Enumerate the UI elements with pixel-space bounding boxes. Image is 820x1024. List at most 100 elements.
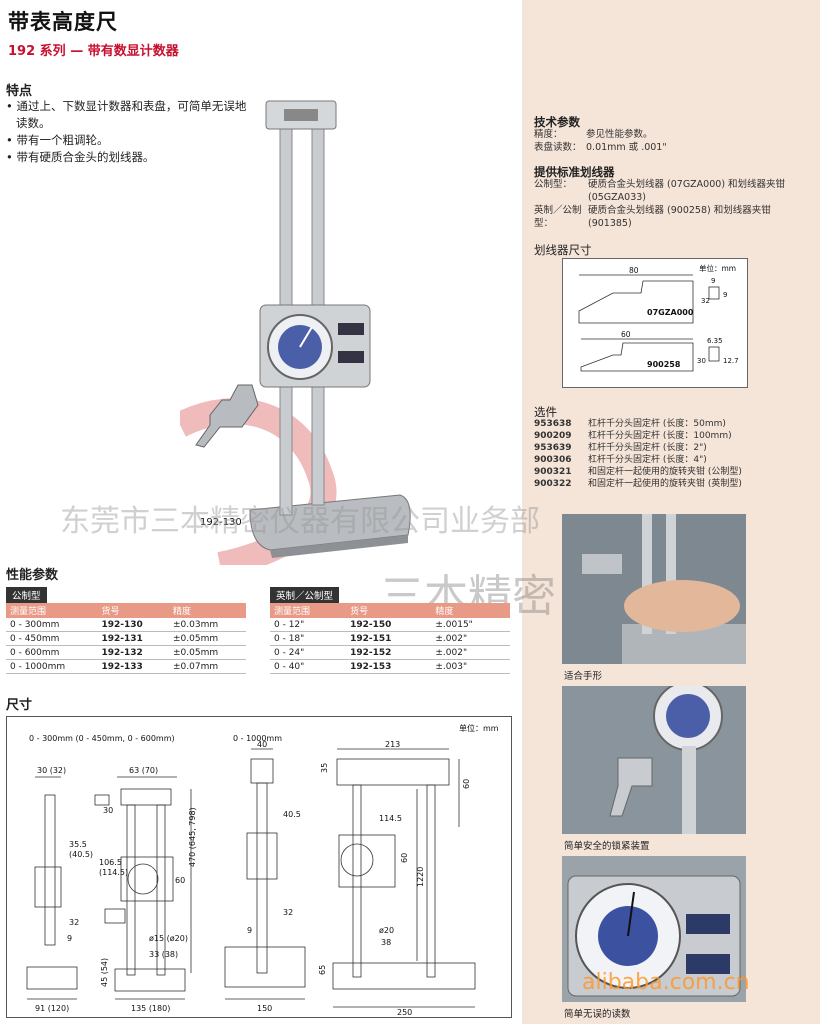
col-header: 测量范围	[270, 603, 347, 618]
scriber-dim-heading: 划线器尺寸	[534, 243, 592, 257]
metric-tab: 公制型	[6, 587, 47, 603]
dim-label: 60	[400, 853, 409, 863]
tech-key: 精度：	[534, 129, 563, 140]
table-cell: 192-152	[346, 645, 432, 660]
dim-label: 114.5	[379, 814, 402, 823]
table-header-row: 测量范围 货号 精度	[270, 603, 510, 618]
photo-lock-svg	[609, 686, 723, 834]
dimension-drawing: 0 - 300mm (0 - 450mm, 0 - 600mm) 0 - 100…	[6, 716, 512, 1018]
table-cell: 192-153	[346, 659, 432, 674]
table-cell: 192-132	[97, 645, 169, 660]
scriber-svg: 单位：mm 80 07GZA000 32 9 9 60 900258 30 6.…	[578, 263, 739, 372]
caption-lock: 简单安全的锁紧装置	[564, 841, 650, 852]
model-label: 192-130	[200, 517, 242, 528]
table-cell: 192-151	[346, 631, 432, 646]
table-cell: ±.002"	[431, 631, 510, 646]
option-code: 900321	[534, 467, 572, 477]
dim-label: 35.5	[69, 840, 87, 849]
metric-spec-table: 测量范围 货号 精度 0 - 300mm 192-130 ±0.03mm 0 -…	[6, 603, 246, 674]
table-cell: 0 - 18"	[270, 631, 347, 646]
tech-list: 精度：参见性能参数。 表盘读数： 0.01mm 或 .001"	[534, 128, 814, 154]
feature-item: • 带有一个粗调轮。	[6, 133, 109, 147]
dim-label: 38	[381, 938, 391, 947]
scriber-b-t: 12.7	[723, 357, 739, 365]
height-gauge-illustration: 192-130	[180, 100, 411, 565]
scriber-dim-drawing: 单位：mm 80 07GZA000 32 9 9 60 900258 30 6.…	[562, 258, 748, 388]
dim-label: 60	[462, 779, 471, 789]
scriber-std-heading: 提供标准划线器	[534, 165, 615, 179]
dim-label: 63 (70)	[129, 766, 158, 775]
scriber-a-code: 07GZA000	[647, 308, 694, 317]
tech-value: 0.01mm 或 .001"	[586, 142, 667, 153]
option-code: 900322	[534, 479, 572, 489]
scriber-row: 英制／公制型：硬质合金头划线器 (900258) 和划线器夹钳 (901385)	[534, 204, 814, 230]
option-desc: 杠杆千分头固定杆 (长度：50mm)	[588, 419, 726, 429]
dim-label: 60	[175, 876, 185, 885]
dim-label: 30 (32)	[37, 766, 66, 775]
table-cell: ±0.03mm	[168, 618, 246, 632]
dim-label: ø15 (ø20)	[149, 934, 188, 943]
option-code: 953639	[534, 443, 572, 453]
dimensions-heading: 尺寸	[6, 698, 33, 713]
scriber-b-len: 60	[621, 330, 631, 339]
table-header-row: 测量范围 货号 精度	[6, 603, 246, 618]
option-desc: 杠杆千分头固定杆 (长度：4")	[588, 455, 707, 465]
tech-row: 精度：参见性能参数。	[534, 128, 814, 141]
table-cell: 0 - 24"	[270, 645, 347, 660]
dim-label: 470 (645, 798)	[188, 807, 197, 867]
scriber-a-len: 80	[629, 266, 639, 275]
right-view-label: 0 - 1000mm	[233, 734, 282, 743]
metric-table-wrap: 公制型 测量范围 货号 精度 0 - 300mm 192-130 ±0.03mm…	[6, 584, 246, 674]
tech-row: 表盘读数： 0.01mm 或 .001"	[534, 141, 814, 154]
dim-label: 32	[283, 908, 293, 917]
photo-lock	[562, 686, 746, 834]
dim-label: (114.5)	[99, 868, 128, 877]
table-cell: ±0.07mm	[168, 659, 246, 674]
dim-label: 1220	[416, 867, 425, 887]
photo-readout-svg	[567, 875, 741, 997]
dim-label: 32	[69, 918, 79, 927]
scriber-row: 公制型：硬质合金头划线器 (07GZA000) 和划线器夹钳 (05GZA033…	[534, 178, 814, 204]
photo-hand-svg	[582, 514, 746, 664]
photo-hand	[562, 514, 746, 664]
table-cell: 0 - 40"	[270, 659, 347, 674]
table-cell: 0 - 450mm	[6, 631, 98, 646]
scriber-b-code: 900258	[647, 360, 681, 369]
page-title: 带表高度尺	[8, 10, 118, 34]
dim-label: 135 (180)	[131, 1004, 170, 1013]
feature-item: • 通过上、下数显计数器和表盘，可简单无误地读数。	[6, 99, 247, 130]
dim-label: 150	[257, 1004, 272, 1013]
option-desc: 杠杆千分头固定杆 (长度：100mm)	[588, 431, 732, 441]
dim-label: 213	[385, 740, 400, 749]
table-cell: 192-133	[97, 659, 169, 674]
table-cell: ±.003"	[431, 659, 510, 674]
company-watermark: 东莞市三本精密仪器有限公司业务部	[60, 504, 540, 539]
features-list: • 通过上、下数显计数器和表盘，可简单无误地读数。 • 带有一个粗调轮。 • 带…	[6, 98, 256, 166]
col-header: 货号	[97, 603, 169, 618]
scriber-unit: 单位：mm	[699, 263, 736, 273]
dim-label: 9	[247, 926, 252, 935]
caption-hand: 适合手形	[564, 671, 603, 682]
dim-label: 35	[320, 763, 329, 773]
dim-label: 91 (120)	[35, 1004, 69, 1013]
dim-label: 40	[257, 740, 267, 749]
scriber-a-h: 32	[701, 297, 710, 305]
tech-key: 表盘读数：	[534, 142, 582, 153]
table-row: 0 - 12" 192-150 ±.0015"	[270, 618, 510, 632]
table-cell: 0 - 300mm	[6, 618, 98, 632]
col-header: 测量范围	[6, 603, 98, 618]
option-desc: 杠杆千分头固定杆 (长度：2")	[588, 443, 707, 453]
inch-table-wrap: 英制／公制型 测量范围 货号 精度 0 - 12" 192-150 ±.0015…	[270, 584, 510, 674]
unit-label: 单位：mm	[459, 723, 499, 733]
scriber-a-w: 9	[711, 277, 715, 285]
table-cell: ±.0015"	[431, 618, 510, 632]
site-watermark: alibaba.com.cn	[582, 970, 750, 995]
table-row: 0 - 600mm 192-132 ±0.05mm	[6, 645, 246, 660]
scriber-key: 公制型：	[534, 179, 573, 190]
table-cell: ±.002"	[431, 645, 510, 660]
